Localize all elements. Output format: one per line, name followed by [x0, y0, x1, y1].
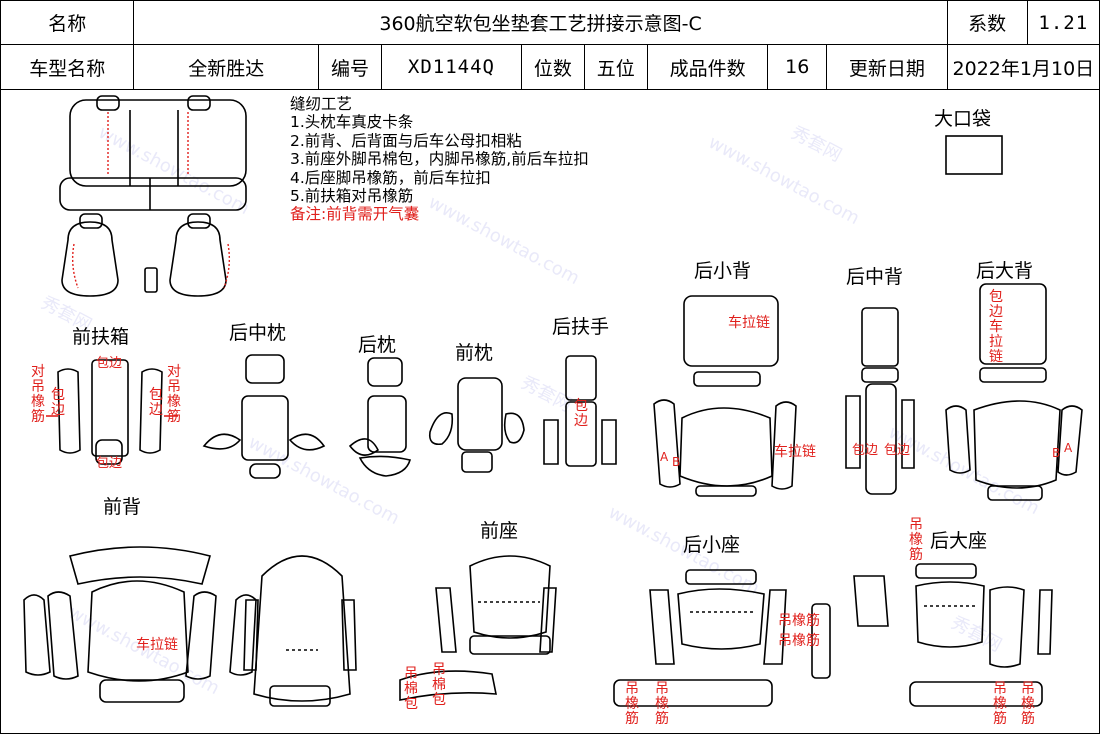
- annotation-wrap-zip: 包边车拉链: [989, 289, 1003, 365]
- seat-overview-front: [61, 213, 227, 297]
- annotation-hang-elastic: 吊橡筋: [993, 681, 1007, 727]
- annotation-hang-elastic: 吊橡筋: [655, 681, 669, 727]
- front-pillow-shapes: [428, 377, 525, 473]
- rear-small-back-shapes: [653, 295, 797, 497]
- rear-big-seat-shapes: [853, 563, 1053, 707]
- annotation-binding: 包边: [574, 398, 588, 429]
- seat-overview-red-marks: [71, 112, 231, 289]
- annotation-binding: 包边: [96, 356, 123, 371]
- part-title-rear-pillow: 后枕: [358, 334, 397, 356]
- part-title-rear-small-back: 后小背: [694, 260, 752, 282]
- part-title-front-pillow: 前枕: [455, 342, 494, 364]
- part-title-front-seat: 前座: [480, 520, 519, 542]
- annotation-hang-cotton: 吊棉包: [404, 666, 418, 712]
- part-title-rear-mid-back: 后中背: [846, 266, 904, 288]
- notes-remark: 备注:前背需开气囊: [290, 205, 420, 224]
- model-value: 全新胜达: [133, 44, 320, 90]
- code-value: XD1144Q: [381, 44, 522, 90]
- annotation-zipper: 车拉链: [728, 315, 770, 331]
- note-item: 5.前扶箱对吊橡筋: [290, 187, 414, 206]
- seat-value: 五位: [583, 44, 648, 90]
- note-item: 4.后座脚吊橡筋，前后车拉扣: [290, 168, 491, 187]
- document-title: 360航空软包坐垫套工艺拼接示意图-C: [133, 0, 948, 45]
- part-title-front-armrest: 前扶箱: [72, 326, 130, 348]
- rear-mid-back-shapes: [845, 307, 915, 495]
- part-title-rear-armrest: 后扶手: [552, 316, 610, 338]
- note-item: 3.前座外脚吊棉包，内脚吊橡筋,前后车拉扣: [290, 150, 589, 169]
- pieces-label: 成品件数: [646, 44, 769, 90]
- annotation-hang-elastic: 吊橡筋: [909, 517, 923, 563]
- annotation-hang-elastic: 吊橡筋: [625, 681, 639, 727]
- annotation-binding: 包边: [852, 443, 879, 458]
- rear-armrest-shapes: [543, 355, 617, 467]
- rear-pillow-shapes: [348, 357, 412, 477]
- annotation-b: B: [672, 455, 681, 469]
- annotation-binding: 包边: [149, 387, 163, 418]
- annotation-hang-cotton: 吊棉包: [432, 662, 446, 708]
- coef-value: 1.21: [1026, 0, 1100, 45]
- header-table: 名称 360航空软包坐垫套工艺拼接示意图-C 系数 1.21 车型名称 全新胜达…: [0, 0, 1100, 90]
- seat-label: 位数: [520, 44, 585, 90]
- note-item: 1.头枕车真皮卡条: [290, 113, 414, 132]
- annotation-binding: 包边: [884, 443, 911, 458]
- update-value: 2022年1月10日: [946, 44, 1100, 90]
- annotation-hang-elastic: 吊橡筋: [778, 613, 820, 629]
- rear-big-back-shapes: [945, 283, 1083, 501]
- annotation-zipper: 车拉链: [774, 444, 816, 460]
- annotation-a: A: [660, 450, 669, 464]
- part-title-big-pocket: 大口袋: [934, 108, 992, 130]
- rear-small-seat-shapes: [613, 569, 831, 707]
- pieces-value: 16: [767, 44, 828, 90]
- seat-overview-rear: [59, 95, 247, 211]
- note-item: 2.前背、后背面与后车公母扣相粘: [290, 131, 522, 150]
- front-back-shapes: [23, 546, 257, 703]
- update-label: 更新日期: [826, 44, 948, 90]
- part-title-rear-small-seat: 后小座: [683, 534, 741, 556]
- front-seat-shapes: [399, 555, 557, 701]
- code-label: 编号: [318, 44, 383, 90]
- part-title-front-back: 前背: [103, 496, 142, 518]
- part-title-rear-big-seat: 后大座: [930, 530, 988, 552]
- sewing-notes: 缝纫工艺 1.头枕车真皮卡条 2.前背、后背面与后车公母扣相粘 3.前座外脚吊棉…: [290, 95, 589, 224]
- model-label: 车型名称: [0, 44, 135, 90]
- annotation-zipper: 车拉链: [136, 637, 178, 653]
- annotation-pair-hang-elastic: 对吊橡筋: [31, 364, 45, 425]
- front-armrest-shapes: [57, 359, 163, 465]
- annotation-binding: 包边: [96, 456, 123, 471]
- front-back-panel-shapes: [243, 555, 357, 707]
- annotation-hang-elastic: 吊橡筋: [1021, 681, 1035, 727]
- part-title-rear-mid-pillow: 后中枕: [229, 322, 287, 344]
- annotation-b: B: [1052, 446, 1061, 460]
- annotation-binding: 包边: [51, 387, 65, 418]
- big-pocket-shape: [945, 135, 1003, 175]
- annotation-a: A: [1064, 441, 1073, 455]
- part-title-rear-big-back: 后大背: [976, 260, 1034, 282]
- notes-title: 缝纫工艺: [290, 95, 353, 113]
- rear-mid-pillow-shapes: [202, 354, 326, 479]
- annotation-hang-elastic: 吊橡筋: [778, 633, 820, 649]
- annotation-pair-hang-elastic: 对吊橡筋: [167, 364, 181, 425]
